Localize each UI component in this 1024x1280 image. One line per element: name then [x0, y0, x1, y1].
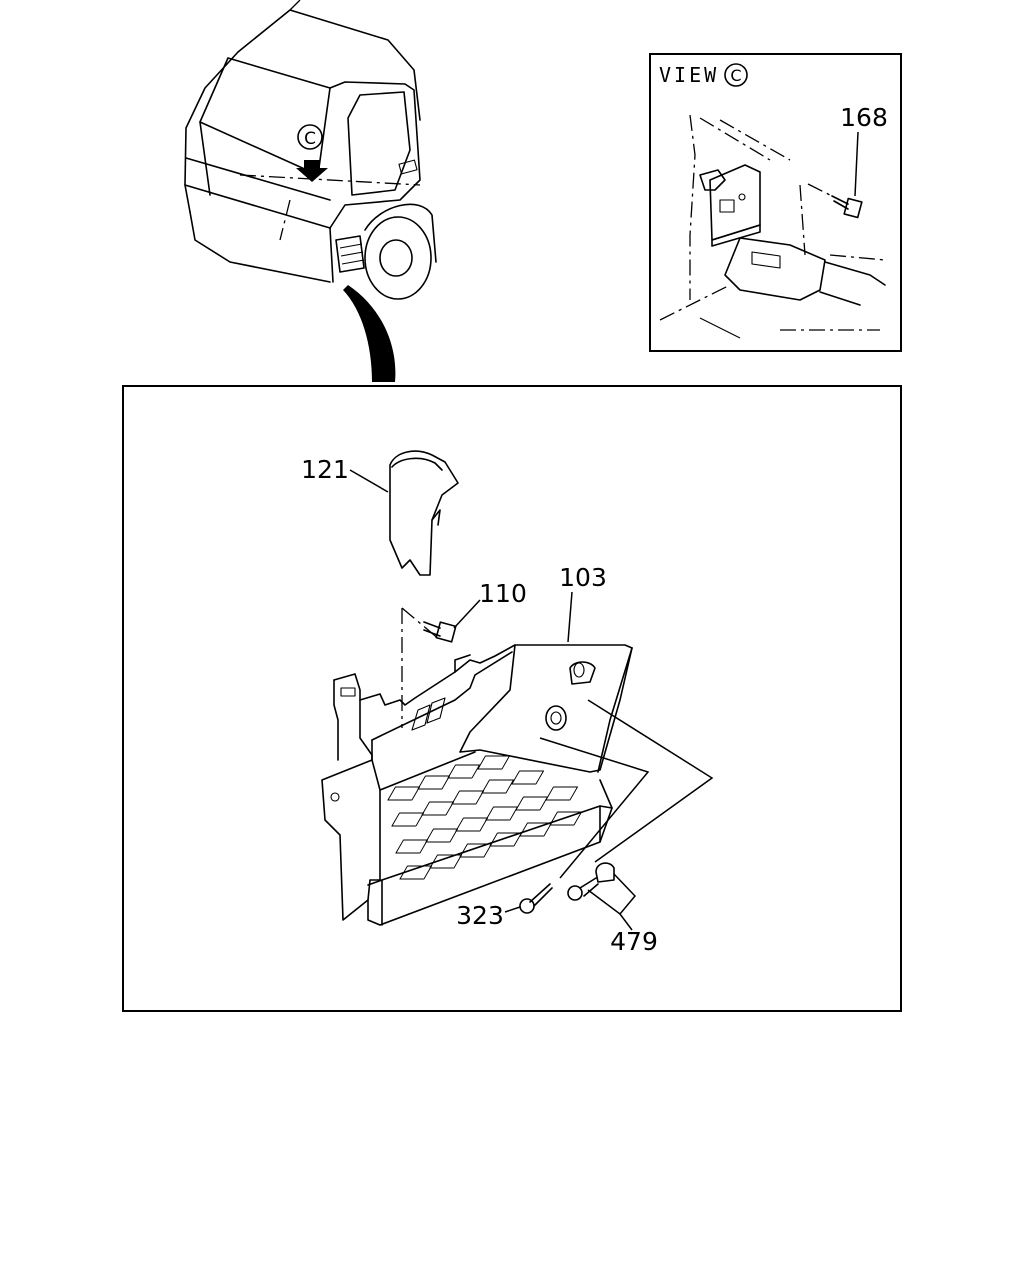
- part-110-bolt: 110: [401, 579, 527, 728]
- view-c-inset-frame: [649, 53, 902, 352]
- view-label-mark: C: [730, 66, 741, 85]
- view-arrow-icon: [296, 160, 328, 182]
- callout-479: 479: [610, 927, 658, 956]
- callout-121: 121: [301, 455, 349, 484]
- view-c-mark: C: [304, 129, 316, 149]
- part-479-clip-set: 479: [567, 699, 714, 956]
- callout-103: 103: [559, 563, 607, 592]
- view-c-inset: VIEW C 168: [659, 63, 888, 339]
- part-121-cover: 121: [301, 450, 459, 576]
- part-323-screw: 323: [456, 737, 650, 930]
- callout-110: 110: [479, 579, 527, 608]
- detail-frame: [122, 385, 902, 1012]
- view-label: VIEW: [659, 63, 719, 87]
- detail-pointer-icon: [343, 285, 396, 382]
- truck-cab-overview: C: [184, 0, 437, 382]
- callout-323: 323: [456, 901, 504, 930]
- part-103-step-assembly: 103: [321, 563, 633, 926]
- callout-168: 168: [840, 103, 888, 132]
